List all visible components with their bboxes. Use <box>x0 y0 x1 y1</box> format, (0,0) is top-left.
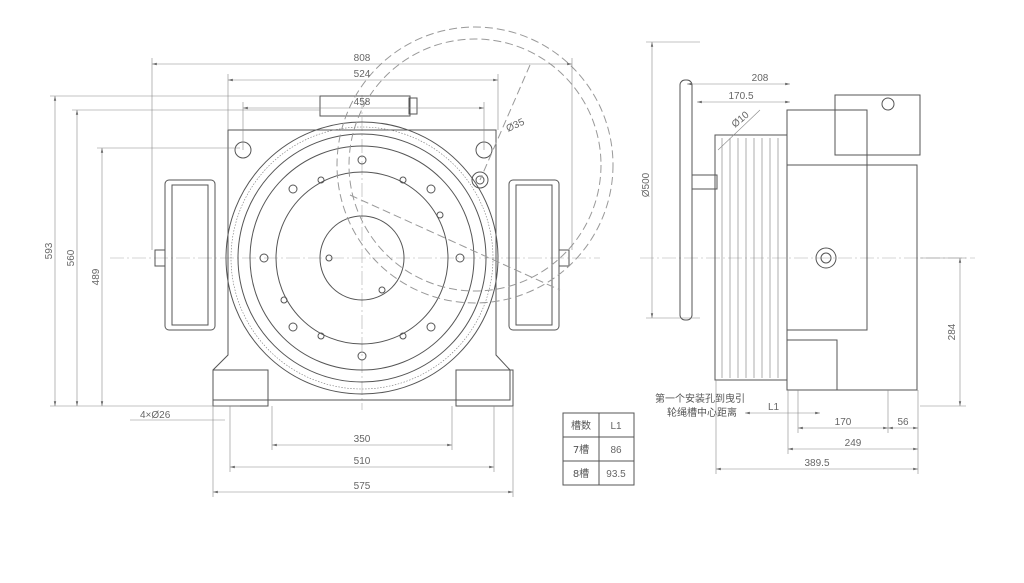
side-view <box>640 79 975 391</box>
front-view <box>110 26 614 410</box>
dim-593: 593 <box>44 242 55 259</box>
sheave-grooves <box>721 138 779 378</box>
table-cell: 86 <box>610 445 622 456</box>
dim-808: 808 <box>354 53 371 64</box>
table-header-l1: L1 <box>610 421 622 432</box>
dim-170-5: 170.5 <box>728 91 753 102</box>
dim-524: 524 <box>354 69 371 80</box>
dim-458: 458 <box>354 97 371 108</box>
table-header-grooves: 槽数 <box>571 419 591 432</box>
note-line-1: 第一个安装孔到曳引 <box>655 392 745 405</box>
note-line-2: 轮绳槽中心距离 <box>667 406 737 419</box>
dim-510: 510 <box>354 456 371 467</box>
dim-249: 249 <box>845 438 862 449</box>
dim-35: Ø35 <box>505 117 527 135</box>
dim-389-5: 389.5 <box>804 458 829 469</box>
dim-208: 208 <box>752 73 769 84</box>
dim-holes: 4×Ø26 <box>140 410 171 421</box>
l1-table: 槽数 L1 7槽 86 8槽 93.5 <box>562 412 635 486</box>
dim-560: 560 <box>66 249 77 266</box>
table-cell: 93.5 <box>606 469 626 480</box>
dim-489: 489 <box>91 268 102 285</box>
bolt-holes <box>259 155 465 361</box>
dim-10: Ø10 <box>730 109 752 130</box>
front-dimensions: 808 524 458 593 560 489 4×Ø26 Ø35 350 51… <box>44 53 573 497</box>
dim-wheel-dia: Ø500 <box>641 172 652 197</box>
table-cell: 7槽 <box>573 443 589 456</box>
dim-56: 56 <box>897 417 909 428</box>
dim-284: 284 <box>947 323 958 340</box>
dim-575: 575 <box>354 481 371 492</box>
dim-350: 350 <box>354 434 371 445</box>
side-dimensions: Ø500 208 170.5 Ø10 284 L1 170 56 249 389… <box>641 41 966 474</box>
dim-l1: L1 <box>768 402 780 413</box>
dim-170: 170 <box>835 417 852 428</box>
table-cell: 8槽 <box>573 467 589 480</box>
